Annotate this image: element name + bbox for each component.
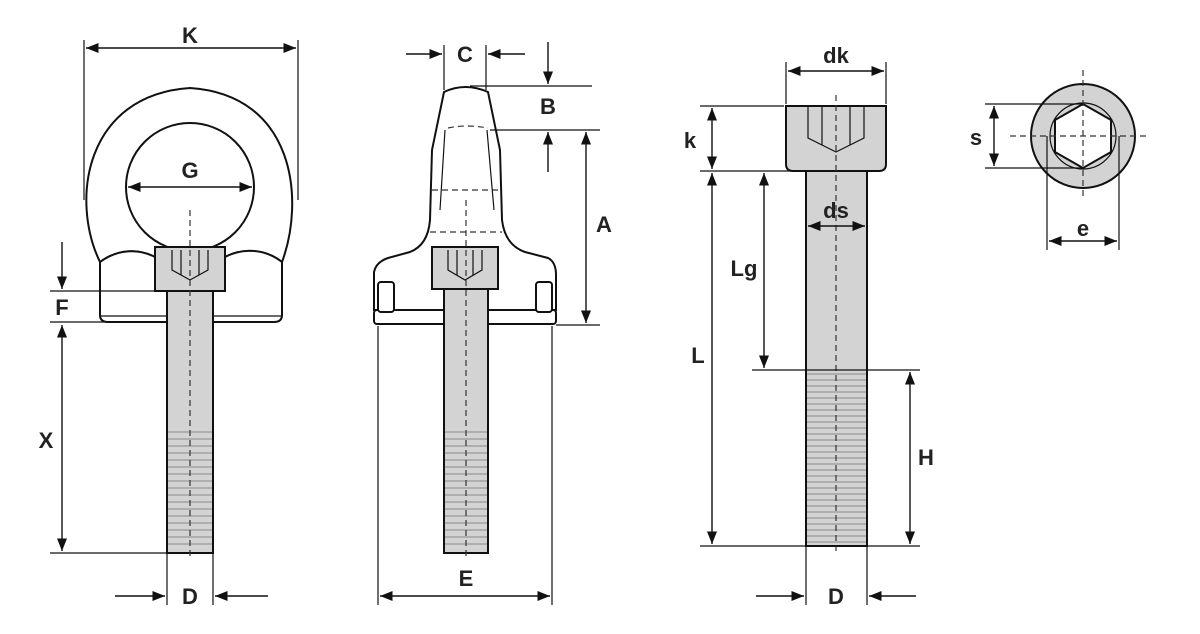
label-A: A xyxy=(596,212,612,237)
label-dk: dk xyxy=(823,43,849,68)
label-L: L xyxy=(691,343,704,368)
label-D-left: D xyxy=(182,584,198,609)
eyebolt-side-view xyxy=(373,86,557,560)
label-H: H xyxy=(918,445,934,470)
label-K: K xyxy=(182,23,198,48)
side-bolt-head xyxy=(431,246,499,290)
label-G: G xyxy=(181,158,198,183)
label-e: e xyxy=(1077,216,1089,241)
label-E: E xyxy=(459,566,474,591)
label-B: B xyxy=(540,94,556,119)
dimensions-view-1: K G F X D xyxy=(39,23,299,609)
label-ds: ds xyxy=(823,198,849,223)
cap-screw-view xyxy=(785,95,887,555)
dimensions-view-3: dk k ds Lg L H D xyxy=(684,43,934,609)
label-Lg: Lg xyxy=(731,256,758,281)
dimensions-view-4: s e xyxy=(970,103,1120,250)
label-X: X xyxy=(39,428,54,453)
label-D-right: D xyxy=(828,584,844,609)
label-C: C xyxy=(457,42,473,67)
cap-top-view xyxy=(1010,70,1150,200)
dimensions-view-2: C B A E xyxy=(377,42,612,605)
label-F: F xyxy=(55,295,68,320)
label-k: k xyxy=(684,128,697,153)
eyebolt-front-view xyxy=(85,86,294,560)
label-s: s xyxy=(970,125,982,150)
side-eye xyxy=(373,86,557,311)
